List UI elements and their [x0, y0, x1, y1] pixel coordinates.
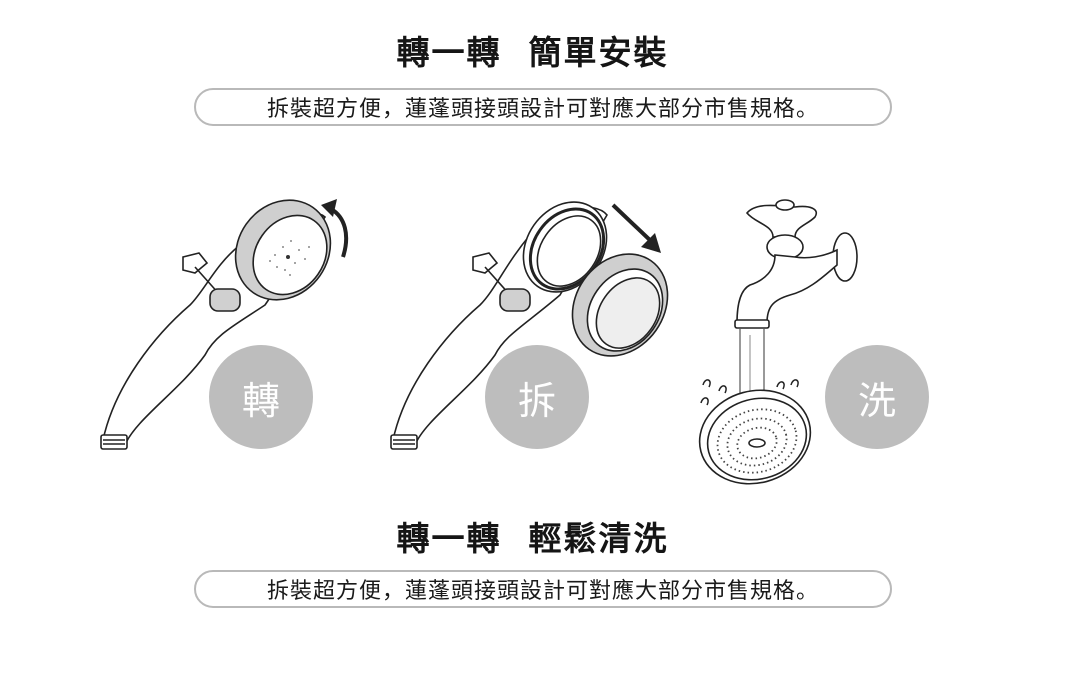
step-badge-rotate: 轉 — [209, 345, 313, 449]
shower-head-rotate-illustration — [95, 199, 365, 460]
step-badge-wash: 洗 — [825, 345, 929, 449]
install-subtitle-pill: 拆裝超方便，蓮蓬頭接頭設計可對應大部分市售規格。 — [194, 88, 892, 126]
diagonal-arrow-icon — [613, 205, 653, 243]
step-badge-detach: 拆 — [485, 345, 589, 449]
install-title: 轉一轉 簡單安裝 — [396, 33, 669, 72]
shower-head-detached-illustration — [385, 195, 675, 460]
cleaning-subtitle: 拆裝超方便，蓮蓬頭接頭設計可對應大部分市售規格。 — [266, 579, 819, 604]
cleaning-subtitle-pill: 拆裝超方便，蓮蓬頭接頭設計可對應大部分市售規格。 — [194, 570, 892, 608]
install-subtitle: 拆裝超方便，蓮蓬頭接頭設計可對應大部分市售規格。 — [266, 97, 819, 122]
curved-arrow-icon — [331, 209, 346, 257]
cleaning-title: 轉一轉 輕鬆清洗 — [396, 519, 669, 558]
faucet-rinsing-illustration — [695, 195, 865, 490]
